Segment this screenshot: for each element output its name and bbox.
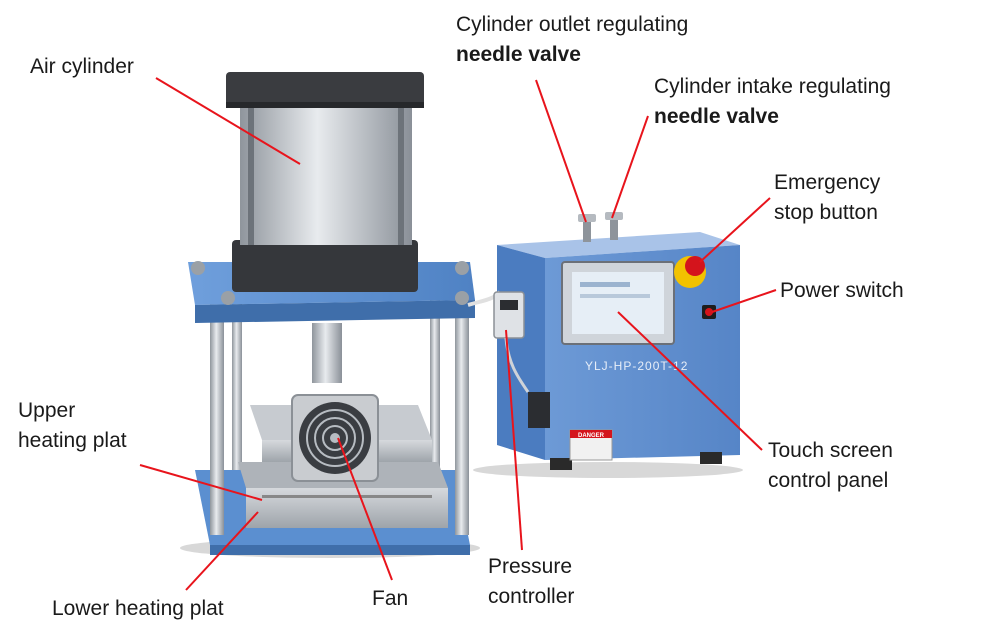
leader-air-cylinder (155, 77, 301, 165)
upper-plate-text-2: heating plat (18, 429, 127, 452)
leader-lower-plate (185, 511, 259, 591)
column-back-left (232, 300, 242, 470)
pressure-text-2: controller (488, 585, 575, 608)
label-lower-plate: Lower heating plat (52, 594, 224, 624)
column-front-left (210, 285, 224, 535)
leader-lines (139, 77, 777, 591)
model-plate: YLJ-HP-200T-12 (585, 359, 688, 373)
label-intake-valve: Cylinder intake regulating needle valve (654, 72, 891, 132)
estop-text-1: Emergency (774, 171, 881, 194)
intake-valve-text-1: Cylinder intake regulating (654, 75, 891, 98)
touch-screen-text-2: control panel (768, 469, 889, 492)
outlet-valve-text-1: Cylinder outlet regulating (456, 13, 689, 36)
power-switch-text: Power switch (780, 279, 904, 302)
label-fan: Fan (372, 584, 408, 614)
lower-heating-plate (246, 488, 448, 528)
label-outlet-valve: Cylinder outlet regulating needle valve (456, 10, 688, 70)
cylinder-bottom-cap (232, 240, 418, 292)
label-upper-plate: Upper heating plat (18, 396, 127, 456)
label-power-switch: Power switch (780, 276, 904, 306)
label-touch-screen: Touch screen control panel (768, 436, 893, 496)
leader-touch-screen (617, 311, 763, 451)
column-back-right (430, 300, 440, 470)
leader-fan (337, 437, 393, 581)
intake-valve-text-2: needle valve (654, 105, 779, 128)
lower-plate-text: Lower heating plat (52, 597, 224, 620)
control-box-top (497, 232, 740, 258)
leader-estop (699, 197, 771, 263)
leader-outlet-valve (535, 79, 587, 223)
warning-tag-text: DANGER (578, 433, 605, 439)
label-pressure-controller: Pressure controller (488, 552, 574, 612)
piston-rod (312, 323, 342, 383)
pressure-text-1: Pressure (488, 555, 573, 578)
outlet-valve-text-2: needle valve (456, 43, 581, 66)
air-cylinder-body (240, 100, 412, 245)
leader-power-switch (711, 289, 777, 313)
leader-upper-plate (139, 464, 263, 501)
estop-text-2: stop button (774, 201, 878, 224)
label-air-cylinder: Air cylinder (30, 52, 134, 82)
intake-valve-knob (610, 220, 618, 240)
pressure-controller-body (493, 291, 525, 339)
box-shadow (473, 462, 743, 478)
top-nut (191, 261, 205, 275)
air-cylinder-text: Air cylinder (30, 55, 134, 78)
box-vent (528, 392, 550, 428)
cylinder-top-cap (226, 72, 424, 108)
touch-screen-text-1: Touch screen (768, 439, 893, 462)
leader-intake-valve (611, 115, 649, 219)
outlet-valve-knob (583, 222, 591, 242)
label-estop: Emergency stop button (774, 168, 880, 228)
leader-pressure-controller (505, 329, 523, 551)
fan-text: Fan (372, 587, 409, 610)
touch-screen-display (572, 272, 664, 334)
column-front-right (455, 285, 469, 535)
upper-plate-text-1: Upper (18, 399, 76, 422)
